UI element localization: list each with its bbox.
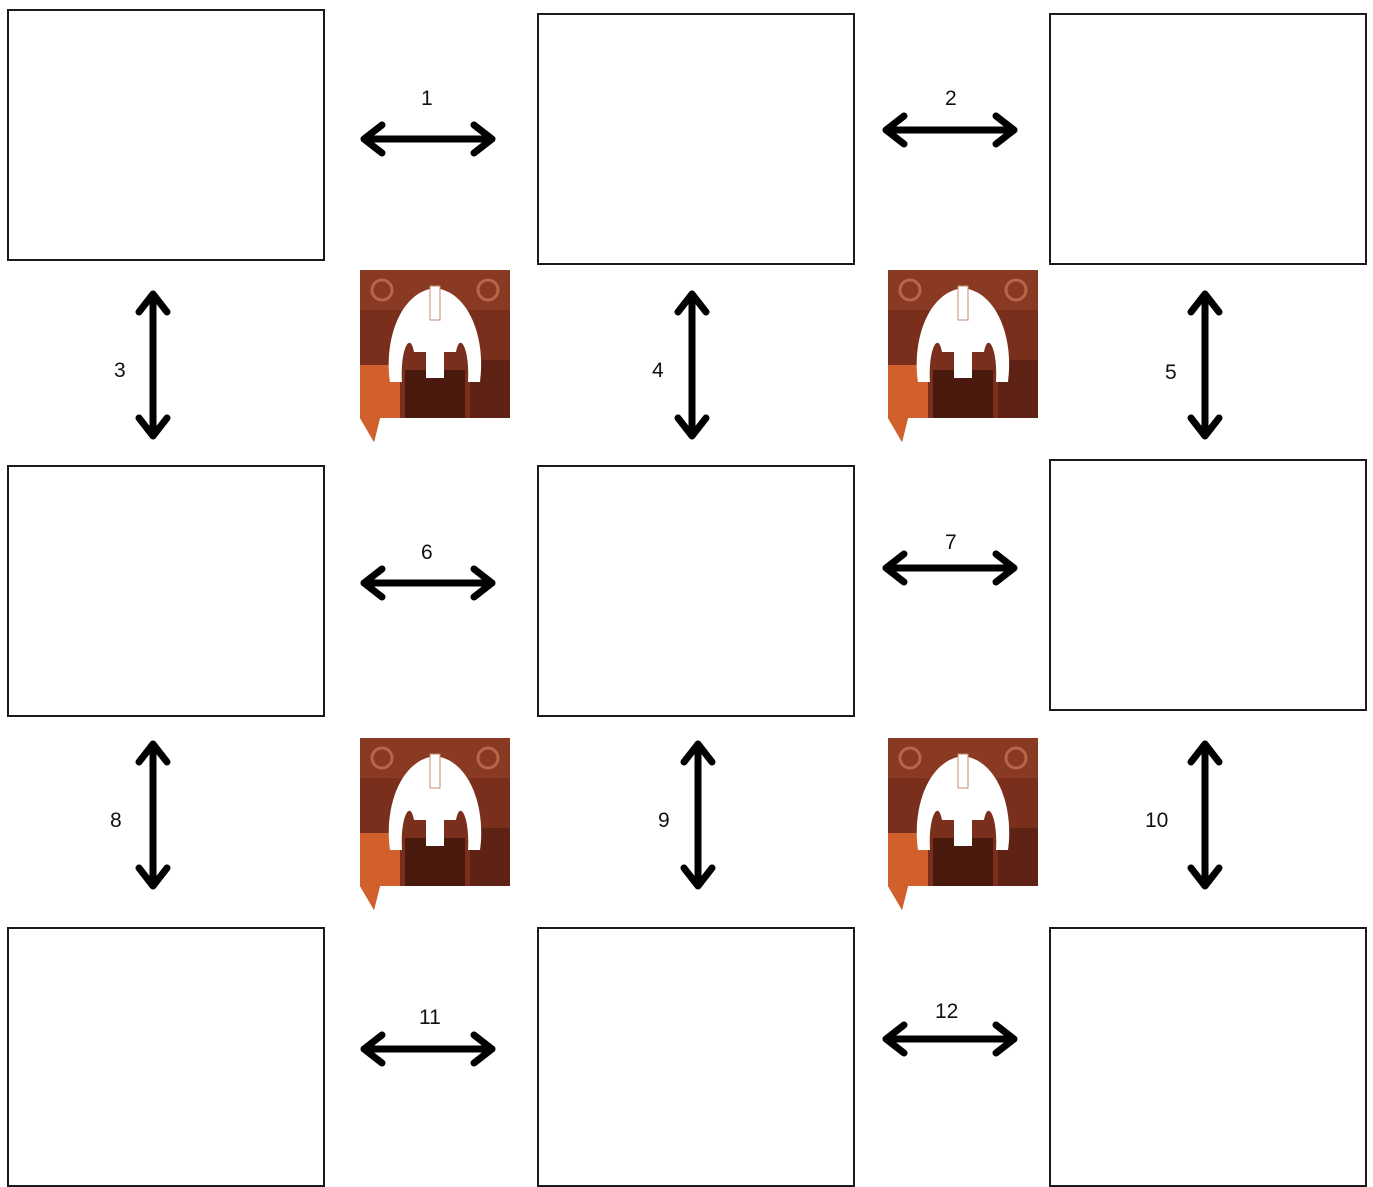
- double-arrow-horizontal-6: [358, 564, 498, 602]
- connector-label-7: 7: [945, 532, 957, 553]
- connector-label-2: 2: [945, 88, 957, 109]
- double-arrow-vertical-3: [134, 288, 172, 442]
- box-3: [1049, 13, 1367, 265]
- box-1: [7, 9, 325, 261]
- box-7: [7, 927, 325, 1187]
- double-arrow-horizontal-11: [358, 1030, 498, 1068]
- box-9: [1049, 927, 1367, 1187]
- connector-label-5: 5: [1165, 362, 1177, 383]
- box-5: [537, 465, 855, 717]
- connector-label-8: 8: [110, 810, 122, 831]
- box-2: [537, 13, 855, 265]
- double-arrow-horizontal-7: [880, 549, 1020, 587]
- box-6: [1049, 459, 1367, 711]
- double-arrow-horizontal-1: [358, 120, 498, 158]
- helmet-emblem-icon: [360, 270, 510, 442]
- helmet-emblem-icon: [888, 270, 1038, 442]
- double-arrow-vertical-8: [134, 738, 172, 892]
- double-arrow-horizontal-12: [880, 1020, 1020, 1058]
- double-arrow-horizontal-2: [880, 111, 1020, 149]
- double-arrow-vertical-4: [673, 288, 711, 442]
- helmet-emblem-icon: [360, 738, 510, 910]
- connector-label-6: 6: [421, 542, 433, 563]
- box-4: [7, 465, 325, 717]
- connector-label-3: 3: [114, 360, 126, 381]
- connector-label-11: 11: [419, 1007, 441, 1028]
- connector-label-9: 9: [658, 810, 670, 831]
- box-8: [537, 927, 855, 1187]
- connector-label-4: 4: [652, 360, 664, 381]
- connector-label-10: 10: [1145, 810, 1168, 831]
- double-arrow-vertical-5: [1186, 288, 1224, 442]
- double-arrow-vertical-9: [679, 738, 717, 892]
- connector-label-12: 12: [935, 1001, 958, 1022]
- connector-label-1: 1: [421, 88, 433, 109]
- helmet-emblem-icon: [888, 738, 1038, 910]
- double-arrow-vertical-10: [1186, 738, 1224, 892]
